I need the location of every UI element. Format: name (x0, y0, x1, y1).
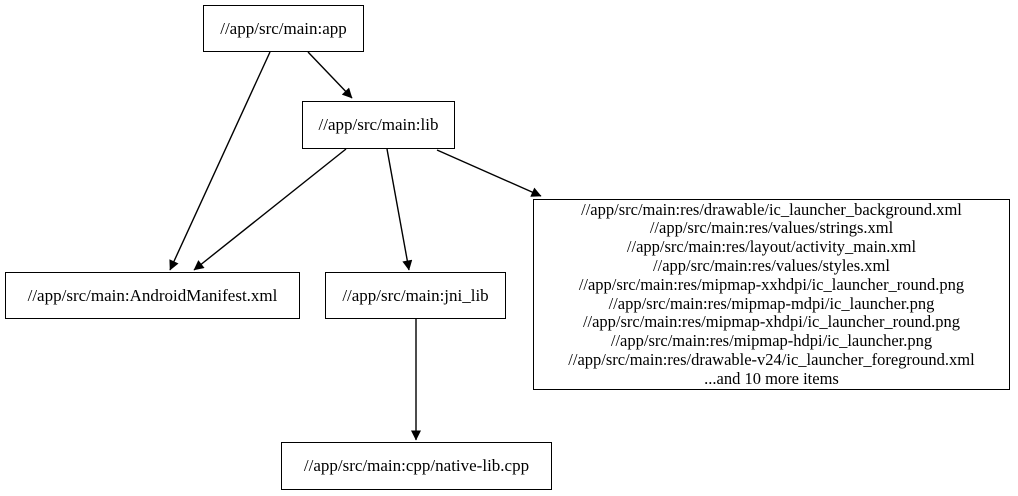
resource-item-more: ...and 10 more items (704, 368, 839, 388)
node-jni-lib-label: //app/src/main:jni_lib (342, 285, 489, 305)
resource-item: //app/src/main:res/values/styles.xml (653, 255, 890, 275)
node-android-manifest: //app/src/main:AndroidManifest.xml (5, 272, 300, 319)
edge-app-to-lib (307, 51, 353, 99)
node-app-label: //app/src/main:app (220, 18, 347, 38)
node-jni-lib: //app/src/main:jni_lib (325, 272, 506, 319)
resource-item: //app/src/main:res/mipmap-xhdpi/ic_launc… (582, 312, 961, 332)
resource-item: //app/src/main:res/drawable-v24/ic_launc… (568, 349, 975, 369)
resource-item: //app/src/main:res/layout/activity_main.… (626, 237, 917, 257)
node-app: //app/src/main:app (203, 5, 364, 52)
edge-app-to-manifest (169, 51, 271, 271)
node-native-cpp: //app/src/main:cpp/native-lib.cpp (281, 442, 552, 490)
edge-lib-to-jni-lib (386, 148, 413, 271)
edge-lib-to-resources (436, 149, 542, 197)
node-native-cpp-label: //app/src/main:cpp/native-lib.cpp (303, 456, 530, 475)
resource-item: //app/src/main:res/mipmap-hdpi/ic_launch… (610, 331, 933, 351)
node-android-manifest-label: //app/src/main:AndroidManifest.xml (27, 285, 278, 305)
node-lib: //app/src/main:lib (302, 101, 455, 149)
node-lib-label: //app/src/main:lib (318, 115, 439, 134)
resource-item: //app/src/main:res/mipmap-mdpi/ic_launch… (608, 293, 935, 313)
resource-item: //app/src/main:res/values/strings.xml (649, 218, 894, 238)
node-resources: //app/src/main:res/drawable/ic_launcher_… (533, 199, 1010, 390)
edge-lib-to-manifest (193, 148, 347, 271)
resource-item: //app/src/main:res/mipmap-xxhdpi/ic_laun… (578, 274, 965, 294)
resource-item: //app/src/main:res/drawable/ic_launcher_… (581, 199, 962, 219)
